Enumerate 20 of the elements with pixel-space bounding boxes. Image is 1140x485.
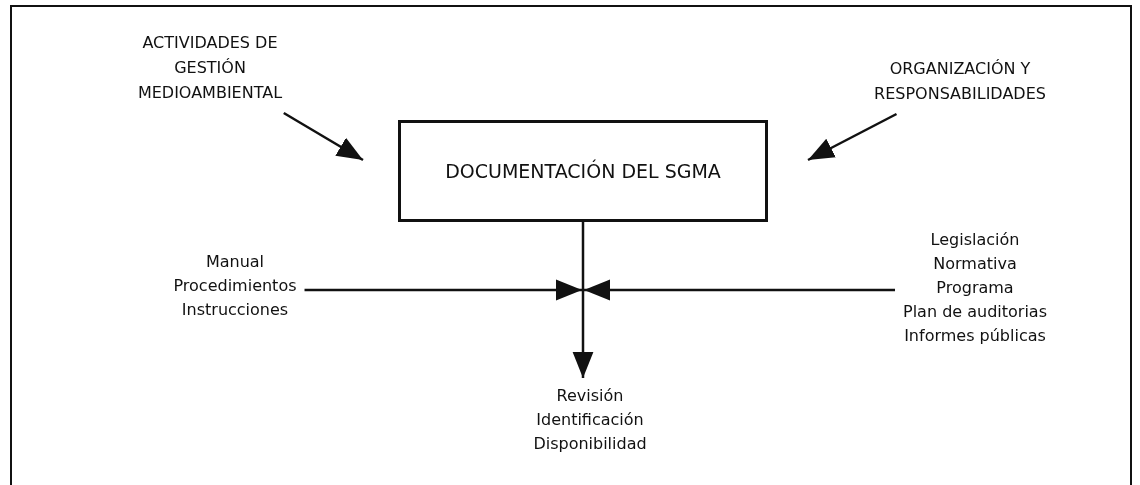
arrow <box>807 112 898 162</box>
input-label: Normativa <box>932 253 1018 275</box>
output-label: Identificación <box>535 409 645 431</box>
input-label: Legislación <box>929 229 1021 251</box>
arrow <box>584 279 895 301</box>
input-label: Instrucciones <box>180 299 290 321</box>
arrow <box>304 279 582 301</box>
input-label: Plan de auditorias <box>902 301 1048 323</box>
box-title: DOCUMENTACIÓN DEL SGMA <box>444 158 722 184</box>
input-label: Procedimientos <box>172 275 298 297</box>
arrow <box>572 220 594 378</box>
output-label: Disponibilidad <box>532 433 648 455</box>
output-label: Revisión <box>555 385 625 407</box>
arrow <box>283 111 364 162</box>
input-label: Manual <box>204 251 266 273</box>
input-label: ACTIVIDADES DE GESTIÓN MEDIOAMBIENTAL <box>136 32 284 104</box>
input-label: Programa <box>935 277 1015 299</box>
input-label: ORGANIZACIÓN Y RESPONSABILIDADES <box>873 58 1047 105</box>
input-label: Informes públicas <box>903 325 1047 347</box>
process-box <box>398 120 768 222</box>
